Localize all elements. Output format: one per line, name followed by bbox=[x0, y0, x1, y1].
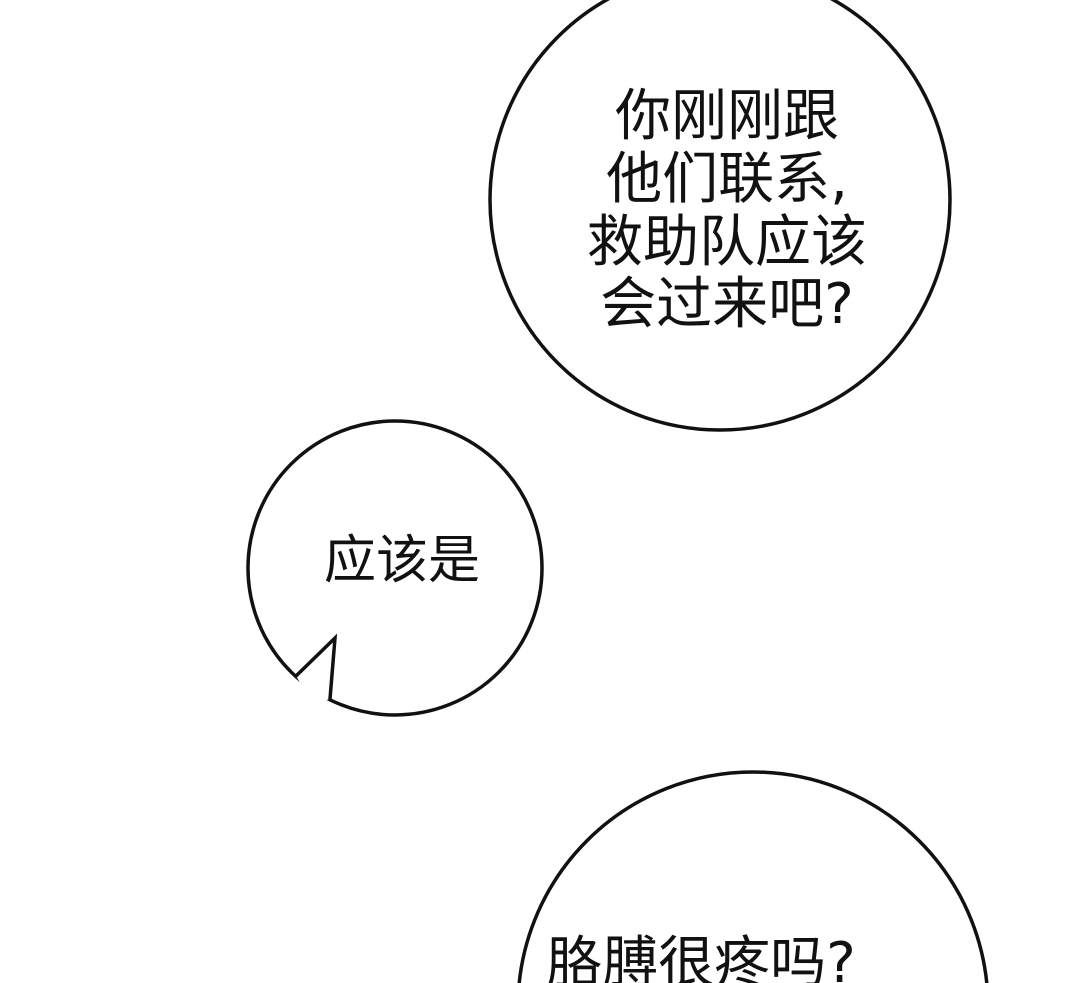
speech-bubble-middle-outline bbox=[246, 419, 544, 717]
speech-bubble-top-outline bbox=[488, 0, 952, 432]
speech-bubble-bottom: 胳膊很疼吗? bbox=[517, 770, 989, 983]
bubble-middle-text-line-1: 应该是 bbox=[324, 531, 480, 591]
bubble-top-text-line-2: 他们联系, bbox=[606, 147, 848, 212]
speech-bubble-middle: 应该是 bbox=[246, 419, 544, 717]
speech-bubble-tail-erase bbox=[296, 638, 335, 704]
speech-bubble-tail-icon bbox=[294, 633, 338, 701]
bubble-top-text-line-3: 救助队应该 bbox=[587, 210, 867, 275]
bubble-top-text-line-1: 你刚刚跟 bbox=[615, 84, 839, 149]
bubble-bottom-text-line-1: 胳膊很疼吗? bbox=[546, 931, 856, 983]
bubble-top-text-line-4: 会过来吧? bbox=[600, 272, 854, 337]
speech-bubble-top: 你刚刚跟 他们联系, 救助队应该 会过来吧? bbox=[488, 0, 952, 432]
speech-bubble-bottom-outline bbox=[517, 770, 989, 983]
